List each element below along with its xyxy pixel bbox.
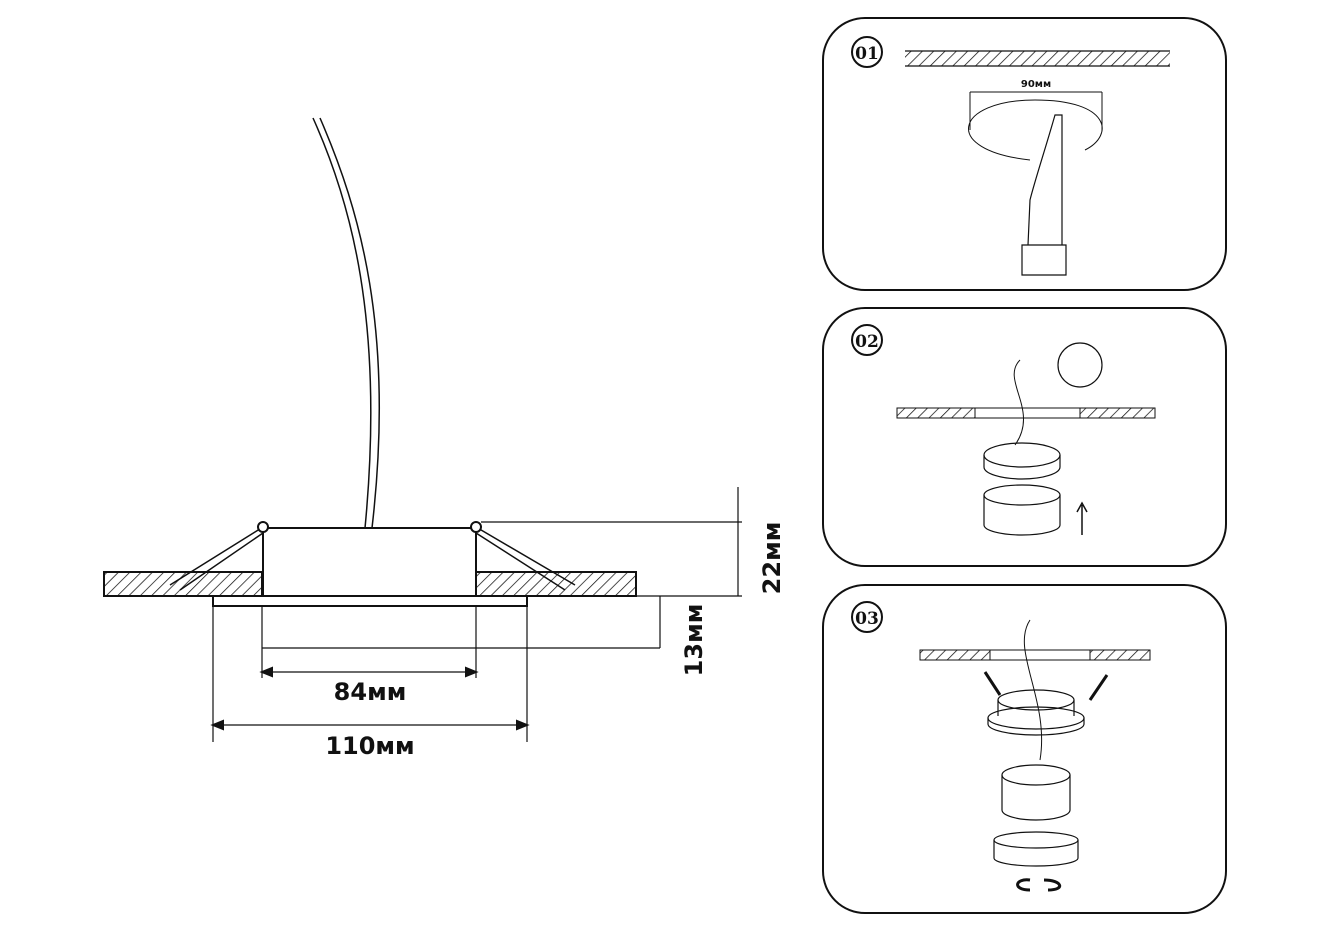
saw-icon [1021,114,1067,276]
step-3-panel [822,584,1227,914]
dim-total-height: 22мм [758,522,786,595]
step-number: 01 [855,44,879,64]
cutout-diameter: 90мм [1021,79,1051,90]
power-wire [319,117,381,529]
arrow-up-icon [1076,501,1088,535]
step-2-panel [822,307,1227,567]
step-1-panel [822,17,1227,291]
rotate-icon [1016,878,1061,892]
spring-clip-right [475,526,576,591]
dim-inner-width: 84мм [334,678,407,706]
bezel [212,595,528,607]
ceiling-left [103,571,263,597]
power-wire [312,117,372,529]
cut-circle [968,99,1103,161]
spring-clip-left [169,526,264,591]
side-view-drawing [103,117,742,742]
dim-outer-width: 110мм [325,732,414,760]
step-number: 03 [855,609,879,629]
step-number: 02 [855,332,879,352]
dim-bezel-height: 13мм [680,604,708,677]
